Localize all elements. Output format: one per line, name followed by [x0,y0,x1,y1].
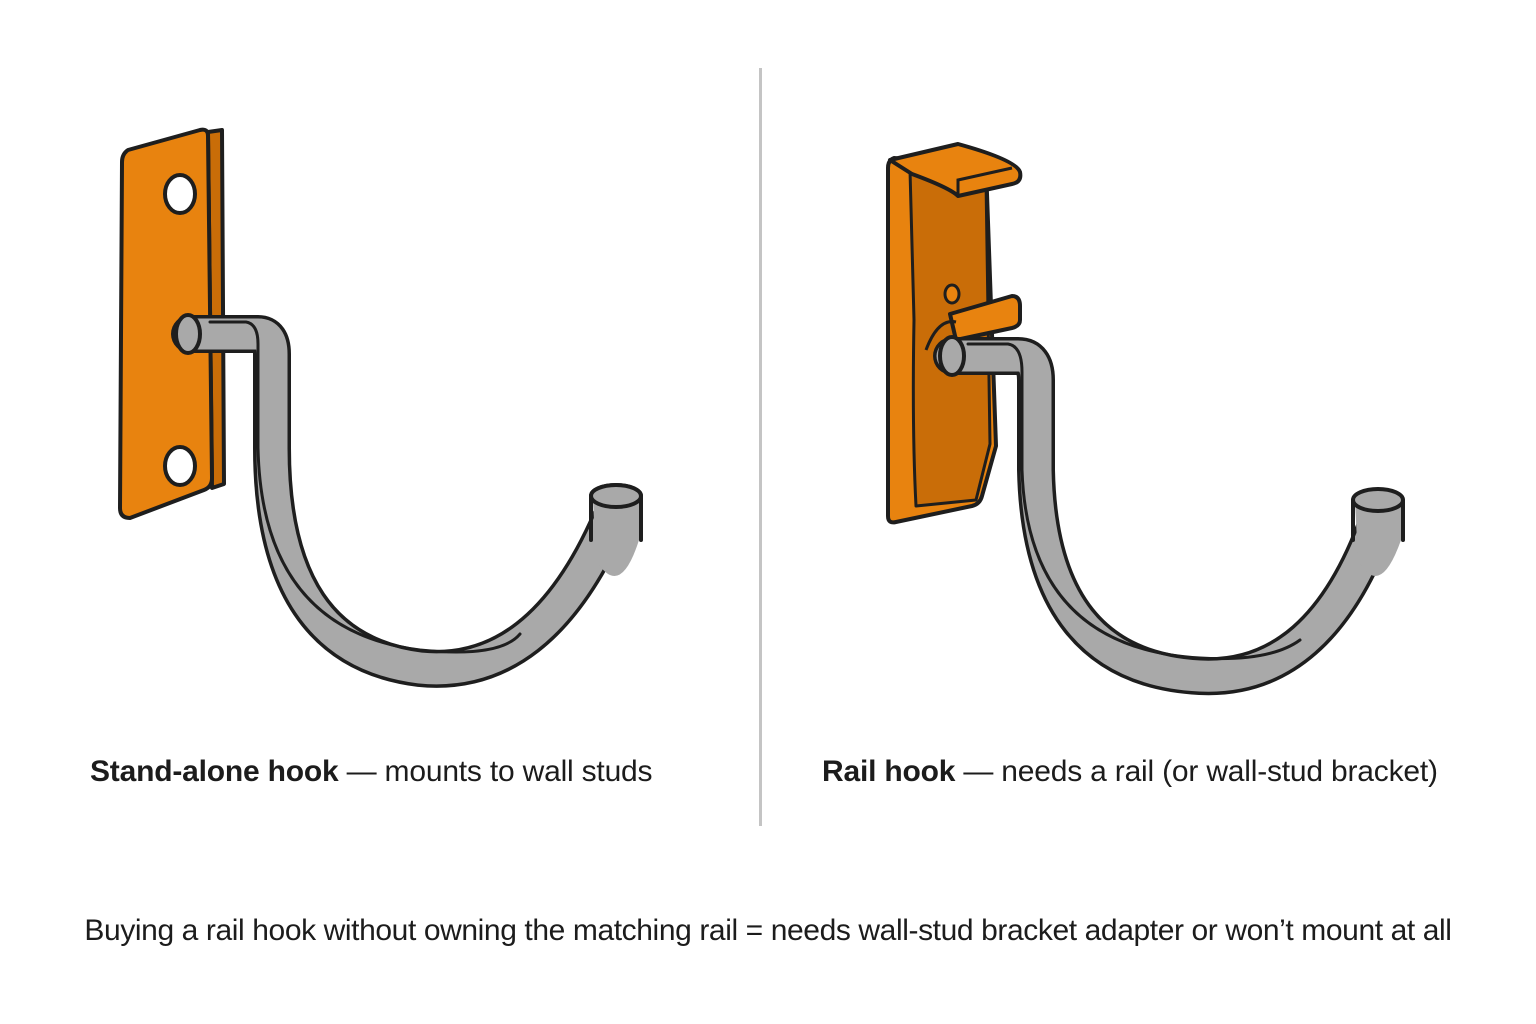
panel-divider [759,68,762,826]
standalone-j-hook [171,313,643,688]
standalone-mounting-plate [118,127,226,520]
standalone-hook-caption-title: Stand-alone hook [90,755,339,788]
rail-hook-illustration [886,142,1405,696]
rail-hook-caption-desc: — needs a rail (or wall-stud bracket) [955,755,1438,788]
rail-hook-caption-title: Rail hook [822,755,956,788]
standalone-hook-caption-desc: — mounts to wall studs [338,755,653,788]
standalone-hook-caption: Stand-alone hook — mounts to wall studs [90,752,653,792]
rail-hook-caption: Rail hook — needs a rail (or wall-stud b… [822,752,1438,792]
standalone-hook-illustration [118,127,643,688]
rail-j-hook [924,320,1405,696]
bracket-pin-hole [943,283,961,305]
rail-hook-bracket [886,142,1023,525]
hook-tip [1351,487,1405,513]
screw-hole-bottom [163,445,197,487]
footnote-warning: Buying a rail hook without owning the ma… [84,914,1452,947]
